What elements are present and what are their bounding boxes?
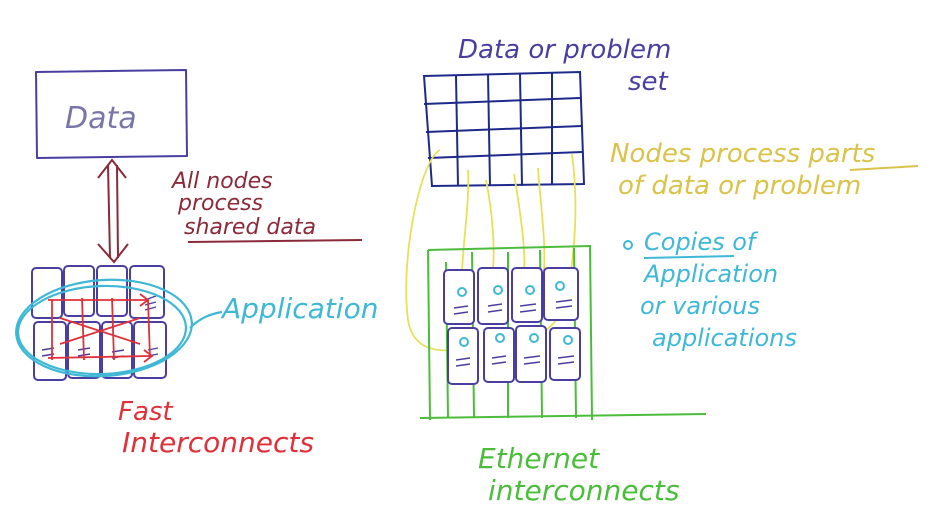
nodes-note-line-1: Nodes process parts (610, 139, 875, 169)
nodes-note-underline (849, 165, 919, 171)
right-node (543, 267, 579, 321)
bullet-icon (623, 240, 633, 250)
data-box (35, 69, 188, 159)
right-node (483, 327, 515, 383)
ethernet-label-line-1: Ethernet (478, 442, 600, 475)
data-box-label: Data (65, 101, 137, 136)
right-node-marks (453, 299, 575, 367)
copies-note-line-4: applications (652, 324, 797, 352)
right-node-cluster (443, 267, 581, 385)
copies-note-line-2: Application (642, 260, 778, 288)
fast-interconnects-line-1: Fast (118, 397, 173, 427)
dataset-label-line-2: set (628, 67, 669, 97)
application-copy-dots (457, 281, 573, 347)
ethernet-label-line-2: interconnects (488, 474, 679, 507)
shared-data-note-line-2: process (177, 191, 263, 216)
right-node (477, 267, 509, 325)
right-node (549, 327, 581, 381)
copies-note-line-3: or various (640, 292, 760, 320)
copies-note-line-1: Copies of (644, 228, 759, 256)
right-node (447, 327, 479, 385)
fast-interconnects-line-2: Interconnects (122, 426, 314, 459)
application-ellipse (15, 278, 223, 378)
left-node-cluster (31, 265, 167, 381)
shared-data-arrow (97, 158, 129, 264)
dataset-grid (422, 70, 586, 188)
copies-note-underline (643, 255, 735, 259)
fast-interconnect-arrows (47, 293, 154, 363)
dataset-label-line-1: Data or problem (458, 35, 671, 65)
left-node (101, 321, 133, 379)
shared-data-note-line-3: shared data (184, 215, 316, 240)
right-node (443, 269, 475, 325)
application-label: Application (220, 292, 378, 325)
right-node (511, 267, 543, 323)
shared-data-note-line-1: All nodes (170, 169, 273, 194)
shared-data-underline (187, 239, 363, 243)
nodes-note-line-2: of data or problem (618, 171, 861, 201)
